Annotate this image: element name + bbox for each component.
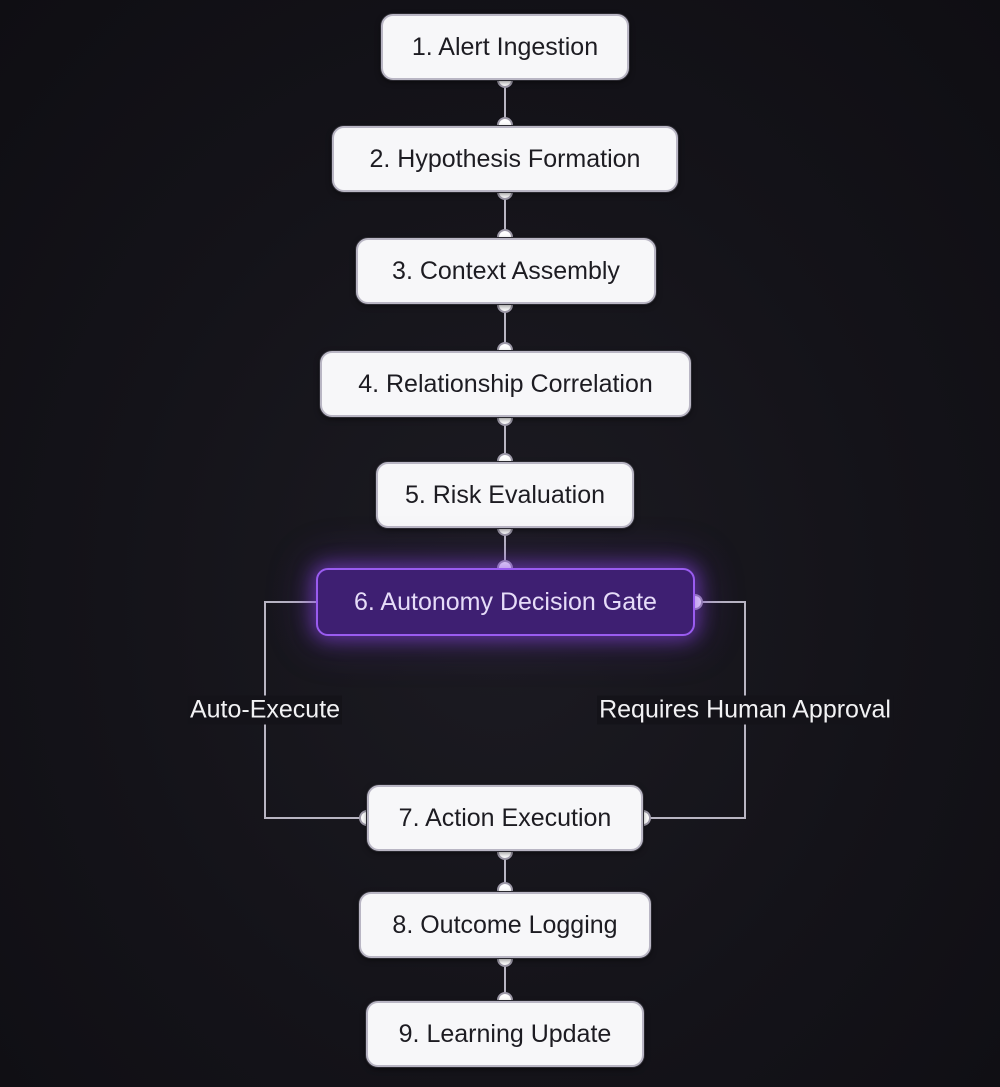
node-context-assembly[interactable]: 3. Context Assembly [356, 238, 656, 304]
node-risk-evaluation[interactable]: 5. Risk Evaluation [376, 462, 634, 528]
node-learning-update[interactable]: 9. Learning Update [366, 1001, 644, 1067]
edge-label-auto-execute: Auto-Execute [187, 695, 343, 725]
node-autonomy-decision-gate[interactable]: 6. Autonomy Decision Gate [316, 568, 695, 636]
edge-label-requires-human-approval: Requires Human Approval [597, 695, 893, 725]
node-action-execution[interactable]: 7. Action Execution [367, 785, 643, 851]
node-hypothesis-formation[interactable]: 2. Hypothesis Formation [332, 126, 678, 192]
node-alert-ingestion[interactable]: 1. Alert Ingestion [381, 14, 629, 80]
node-outcome-logging[interactable]: 8. Outcome Logging [359, 892, 651, 958]
node-relationship-correlation[interactable]: 4. Relationship Correlation [320, 351, 691, 417]
